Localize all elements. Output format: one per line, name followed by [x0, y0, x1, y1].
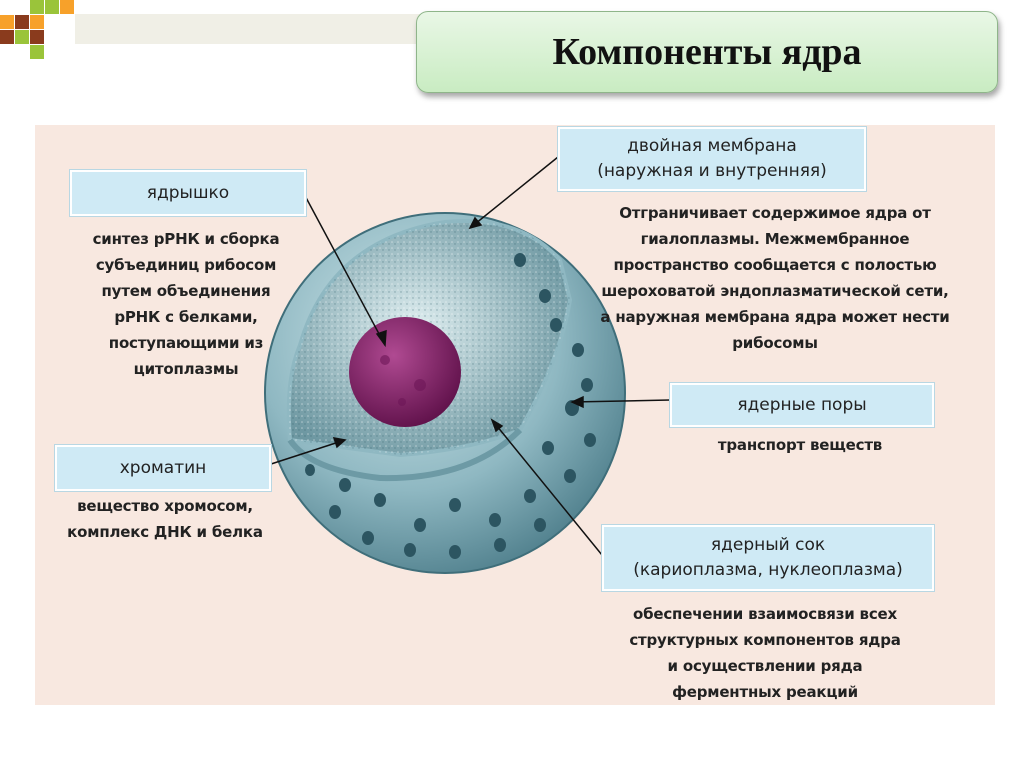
- corner-decoration: [0, 0, 80, 60]
- header-band: [75, 14, 420, 44]
- nucleolus-label: ядрышко: [146, 182, 230, 203]
- nucleolus-description: синтез рРНК и сборка субъединиц рибосом …: [92, 230, 280, 378]
- page-title: Компоненты ядра: [552, 31, 862, 73]
- pores-description: транспорт веществ: [717, 436, 883, 454]
- sap-label-box: ядерный сок (кариоплазма, нуклеоплазма): [602, 525, 934, 591]
- pointer-lines: [267, 156, 671, 556]
- chromatin-label-box: хроматин: [55, 445, 271, 491]
- nucleolus-shape: [349, 317, 461, 427]
- chromatin-description: вещество хромосом, комплекс ДНК и белка: [67, 497, 263, 541]
- nucleolus-label-box: ядрышко: [70, 170, 306, 216]
- pointer-sap: [491, 419, 603, 556]
- membrane-cut-edge: [287, 427, 523, 482]
- pores-label: ядерные поры: [737, 394, 867, 415]
- pointer-chromatin: [267, 439, 346, 466]
- pointer-nucleolus: [302, 191, 386, 346]
- membrane-label: двойная мембрана (наружная и внутренняя): [597, 136, 827, 181]
- membrane-label-box: двойная мембрана (наружная и внутренняя): [558, 127, 866, 191]
- sap-label: ядерный сок (кариоплазма, нуклеоплазма): [633, 535, 903, 580]
- pointer-pores: [571, 399, 671, 403]
- membrane-description: Отграничивает содержимое ядра от гиалопл…: [600, 204, 950, 352]
- pores-label-box: ядерные поры: [670, 383, 934, 427]
- chromatin-label: хроматин: [119, 457, 207, 478]
- pointer-membrane: [469, 156, 559, 229]
- nuclear-pores: [305, 253, 596, 559]
- sap-description: обеспечении взаимосвязи всех структурных…: [629, 605, 901, 701]
- title-box: Компоненты ядра: [416, 11, 998, 93]
